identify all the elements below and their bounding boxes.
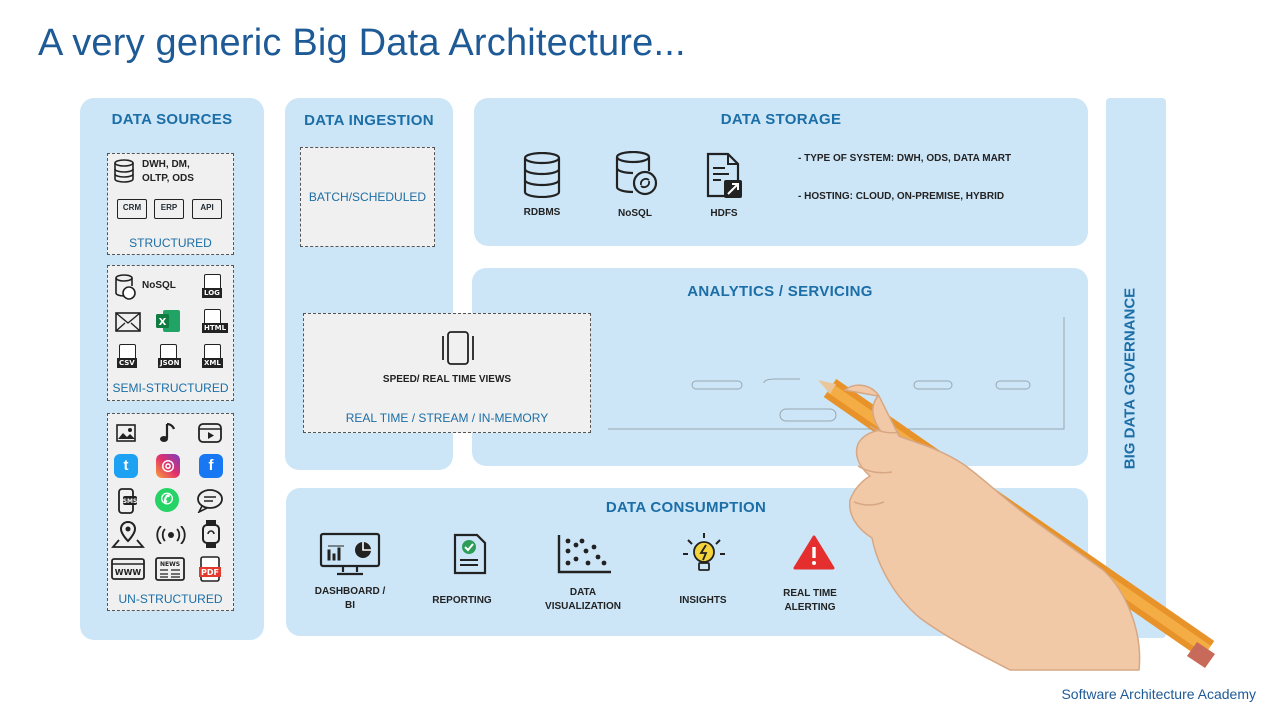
unstructured-label: UN-STRUCTURED (118, 592, 223, 606)
json-file-icon: JSON (158, 344, 182, 370)
consumption-alerting-line2: ALERTING (784, 602, 836, 613)
realtime-label: REAL TIME / STREAM / IN-MEMORY (345, 411, 549, 425)
consumption-reporting: REPORTING (432, 595, 492, 606)
nosql-storage-icon (614, 151, 660, 197)
nosql-label: NoSQL (142, 280, 176, 291)
rdbms-icon (523, 152, 561, 198)
sms-text: SMS (123, 498, 138, 505)
data-storage-panel: DATA STORAGE RDBMS NoSQL HDFS - TYPE OF … (474, 98, 1088, 246)
api-icon: API (192, 199, 222, 219)
news-icon: NEWS (155, 557, 185, 581)
www-text: WWW (115, 568, 142, 577)
pdf-icon: PDF (198, 556, 222, 582)
data-sources-title: DATA SOURCES (111, 111, 233, 128)
mobile-device-icon (440, 331, 476, 365)
report-icon (451, 533, 487, 575)
storage-item-rdbms: RDBMS (523, 207, 561, 218)
sms-icon: SMS (116, 488, 138, 514)
location-icon (111, 520, 145, 548)
hdfs-icon (702, 152, 746, 200)
insight-bulb-icon (682, 532, 726, 576)
page-title: A very generic Big Data Architecture... (38, 22, 686, 64)
database-icon (113, 159, 135, 183)
scatter-plot-icon (556, 533, 612, 575)
erp-icon: ERP (154, 199, 184, 219)
log-file-icon: LOG (202, 274, 224, 300)
nosql-db-icon (114, 274, 136, 300)
semi-structured-group: NoSQL LOG X HTML CSV JSON XML SEMI-STRUC… (107, 265, 234, 401)
xml-file-icon: XML (202, 344, 224, 370)
dashboard-icon (319, 532, 381, 576)
data-ingestion-title: DATA INGESTION (304, 112, 434, 129)
news-text: NEWS (160, 561, 180, 568)
whatsapp-icon: ✆ (155, 488, 179, 512)
consumption-dashboard-line1: DASHBOARD / (314, 586, 386, 597)
analytics-title: ANALYTICS / SERVICING (687, 283, 873, 300)
data-storage-title: DATA STORAGE (720, 111, 842, 128)
email-icon (115, 312, 141, 332)
facebook-icon: f (199, 454, 223, 478)
data-consumption-title: DATA CONSUMPTION (605, 499, 767, 516)
storage-note-hosting: - HOSTING: CLOUD, ON-PREMISE, HYBRID (798, 191, 1005, 202)
instagram-icon: ◎ (156, 454, 180, 478)
semi-structured-label: SEMI-STRUCTURED (112, 381, 229, 395)
realtime-box: SPEED/ REAL TIME VIEWS REAL TIME / STREA… (303, 313, 591, 433)
consumption-viz-line1: DATA (569, 587, 597, 598)
twitter-icon: t (114, 454, 138, 478)
unstructured-group: t ◎ f SMS ✆ WWW NEWS PDF UN-STRUCTURED (107, 413, 234, 611)
consumption-viz-line2: VISUALIZATION (545, 601, 621, 612)
image-icon (116, 424, 136, 442)
consumption-alerting-line1: REAL TIME (783, 588, 837, 599)
excel-icon: X (155, 309, 181, 333)
smartwatch-icon (201, 519, 221, 549)
consumption-dashboard-line2: BI (345, 600, 355, 611)
chat-icon (196, 489, 224, 513)
csv-file-icon: CSV (117, 344, 139, 370)
structured-group: DWH, DM, OLTP, ODS CRM ERP API STRUCTURE… (107, 153, 234, 255)
music-icon (159, 422, 177, 444)
structured-db-text-1: DWH, DM, (142, 159, 190, 170)
video-icon (198, 422, 222, 444)
storage-note-type: - TYPE OF SYSTEM: DWH, ODS, DATA MART (798, 153, 1012, 164)
batch-label: BATCH/SCHEDULED (308, 190, 427, 204)
pdf-text: PDF (201, 568, 219, 577)
batch-box: BATCH/SCHEDULED (300, 147, 435, 247)
consumption-insights: INSIGHTS (679, 595, 727, 606)
www-icon: WWW (111, 558, 145, 580)
storage-item-nosql: NoSQL (618, 208, 652, 219)
footer-brand: Software Architecture Academy (1061, 686, 1256, 702)
storage-item-hdfs: HDFS (710, 208, 738, 219)
crm-icon: CRM (117, 199, 147, 219)
structured-label: STRUCTURED (129, 236, 212, 250)
broadcast-icon (156, 526, 186, 544)
hand-with-pencil-illustration (818, 378, 1215, 671)
governance-panel (1106, 98, 1166, 638)
data-sources-panel: DATA SOURCES DWH, DM, OLTP, ODS CRM ERP … (80, 98, 264, 640)
svg-text:X: X (159, 317, 167, 328)
speed-label: SPEED/ REAL TIME VIEWS (382, 374, 512, 385)
analytics-sketch (608, 317, 1065, 430)
structured-db-text-2: OLTP, ODS (142, 173, 194, 184)
html-file-icon: HTML (202, 309, 229, 335)
alert-icon (793, 535, 835, 571)
